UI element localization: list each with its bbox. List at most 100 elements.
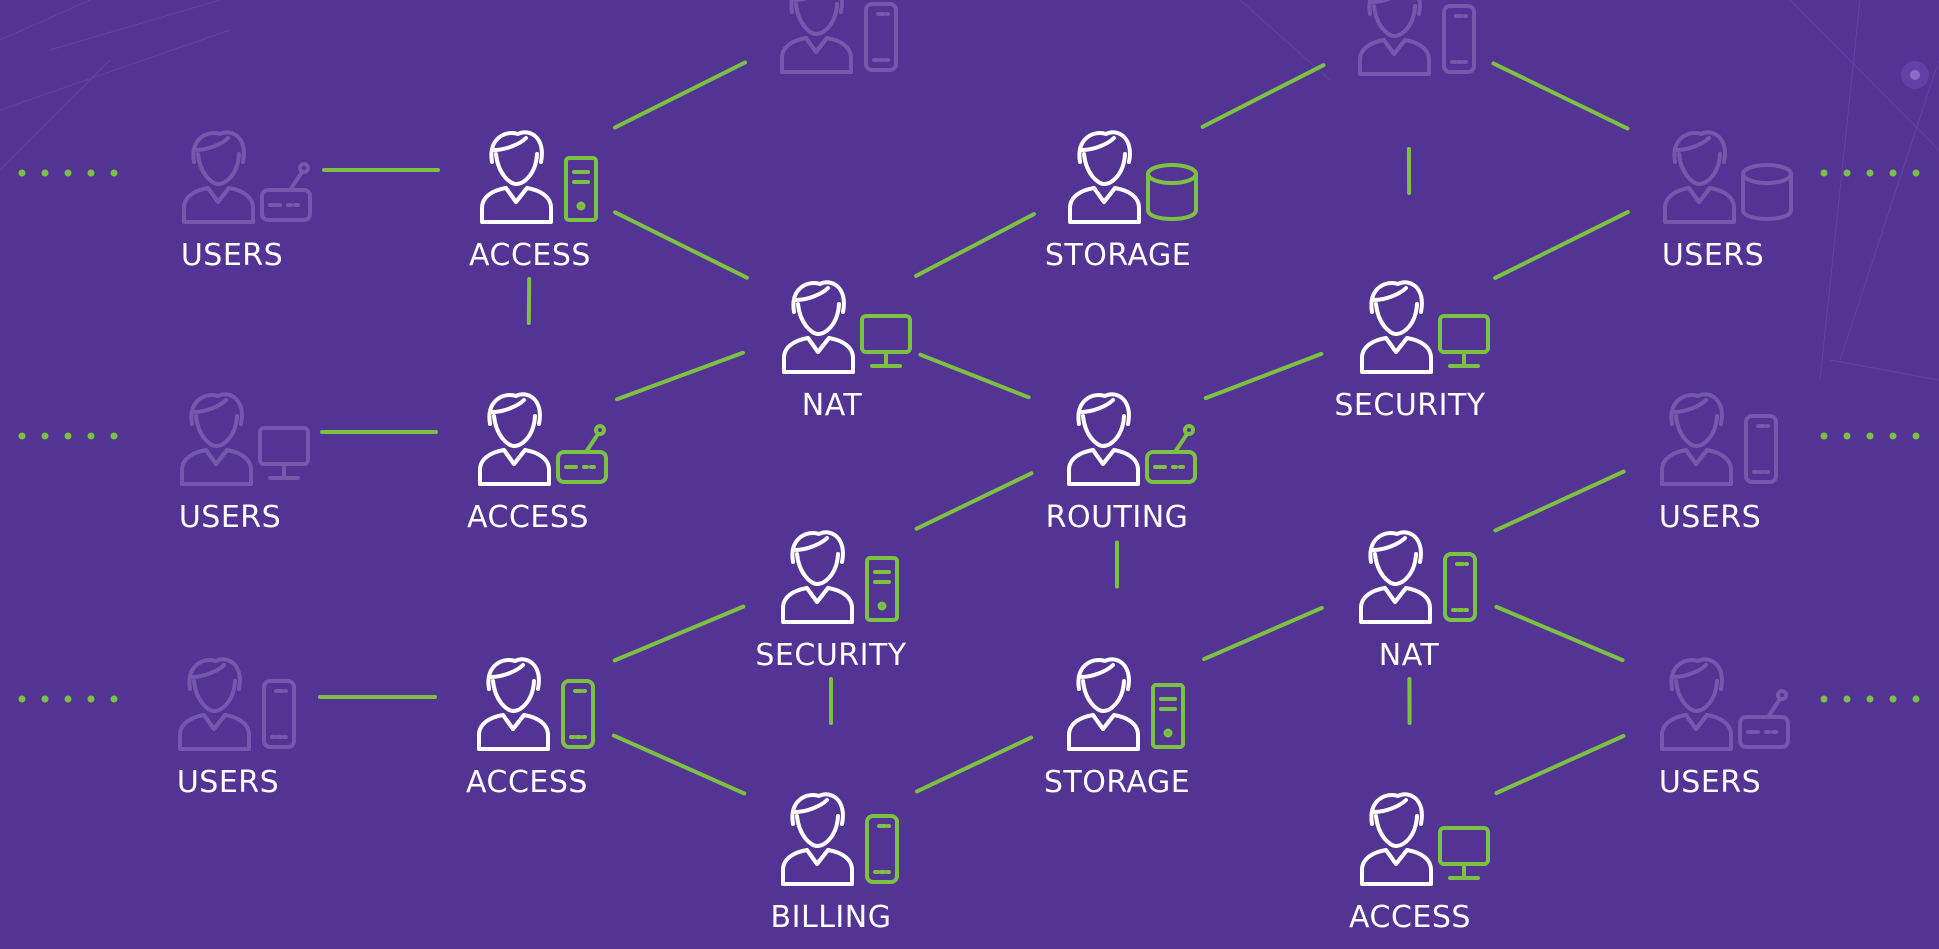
node-label: BILLING <box>770 900 892 935</box>
dots-left-1 <box>18 169 118 177</box>
link-storage-2-nat-2 <box>1202 605 1324 662</box>
person-icon <box>1663 130 1736 224</box>
node-label: ACCESS <box>1349 900 1471 935</box>
phone-icon <box>781 792 899 886</box>
node-routing: ROUTING <box>1017 372 1217 552</box>
node-users-bottom-right: USERS <box>1610 637 1810 817</box>
person-icon <box>478 392 551 486</box>
router-icon <box>1738 689 1790 749</box>
node-label: NAT <box>1378 638 1440 673</box>
router-icon <box>1145 424 1197 484</box>
link-nat-1-storage-1 <box>914 212 1036 278</box>
phone-icon <box>865 814 899 884</box>
phone-icon <box>1442 4 1476 74</box>
node-users-top-right: USERS <box>1613 110 1813 290</box>
link-access-2-nat-1 <box>615 350 745 402</box>
node-access-4: ACCESS <box>1310 772 1510 949</box>
monitor-icon <box>1360 280 1490 374</box>
node-security-2: SECURITY <box>1310 260 1510 440</box>
dots-right-1 <box>1820 169 1920 177</box>
phone-icon <box>1660 392 1778 486</box>
monitor-icon <box>1360 792 1490 886</box>
node-label: STORAGE <box>1043 765 1191 800</box>
node-access-3: ACCESS <box>427 637 627 817</box>
node-users-mid-left: USERS <box>130 372 330 552</box>
phone-icon <box>1358 0 1476 76</box>
node-label: ACCESS <box>469 238 591 273</box>
link-nat-1-routing <box>918 352 1031 400</box>
server-icon <box>564 156 598 222</box>
monitor-icon <box>1438 826 1490 880</box>
node-label: ACCESS <box>467 500 589 535</box>
node-label: ROUTING <box>1045 500 1189 535</box>
node-access-2: ACCESS <box>428 372 628 552</box>
person-icon <box>782 280 855 374</box>
link-access-1-nat-1 <box>613 210 749 280</box>
person-icon <box>1067 392 1140 486</box>
person-icon <box>780 0 853 74</box>
link-billing-storage-2 <box>914 735 1034 794</box>
link-security-1-routing <box>914 471 1034 531</box>
link-access-4-users-bottom-right <box>1494 734 1626 795</box>
phone-icon <box>1744 414 1778 484</box>
node-security-1: SECURITY <box>731 510 931 690</box>
database-icon <box>1663 130 1793 224</box>
person-icon <box>480 130 553 224</box>
node-storage-2: STORAGE <box>1017 637 1217 817</box>
node-users-top-left: USERS <box>132 110 332 290</box>
dots-left-3 <box>18 695 118 703</box>
link-top-phone-2-users-top-right <box>1491 61 1630 131</box>
link-access-3-security-1 <box>612 604 746 663</box>
server-icon <box>865 556 899 622</box>
router-icon <box>556 424 608 484</box>
monitor-icon <box>180 392 310 486</box>
person-icon <box>1360 792 1433 886</box>
node-label: SECURITY <box>755 638 907 673</box>
link-nat-2-users-bottom-right <box>1494 604 1625 663</box>
phone-icon <box>262 679 296 749</box>
phone-icon <box>864 2 898 72</box>
node-storage-1: STORAGE <box>1018 110 1218 290</box>
phone-icon <box>1443 552 1477 622</box>
person-icon <box>1068 130 1141 224</box>
link-access-1-top-phone-1 <box>613 60 747 130</box>
monitor-icon <box>860 314 912 368</box>
link-security-2-users-top-right <box>1493 210 1630 280</box>
node-users-mid-right: USERS <box>1610 372 1810 552</box>
person-icon <box>477 657 550 751</box>
database-icon <box>1146 163 1198 221</box>
link-access-3-billing <box>611 733 747 796</box>
node-label: USERS <box>178 500 282 535</box>
server-icon <box>781 530 899 624</box>
link-nat-2-users-mid-right <box>1493 469 1626 533</box>
person-icon <box>182 130 255 224</box>
node-billing: BILLING <box>731 772 931 949</box>
dots-left-2 <box>18 432 118 440</box>
node-users-bottom-left: USERS <box>128 637 328 817</box>
monitor-icon <box>258 426 310 480</box>
server-icon <box>480 130 598 224</box>
router-icon <box>182 130 312 224</box>
phone-icon <box>561 679 595 749</box>
phone-icon <box>1359 530 1477 624</box>
server-icon <box>1151 683 1185 749</box>
server-icon <box>1067 657 1185 751</box>
phone-icon <box>477 657 595 751</box>
node-access-1: ACCESS <box>430 110 630 290</box>
person-icon <box>1359 530 1432 624</box>
person-icon <box>180 392 253 486</box>
person-icon <box>781 530 854 624</box>
link-storage-1-top-phone-2 <box>1200 63 1326 129</box>
monitor-icon <box>782 280 912 374</box>
person-icon <box>1660 392 1733 486</box>
node-label: USERS <box>1658 500 1762 535</box>
person-icon <box>1067 657 1140 751</box>
router-icon <box>260 162 312 222</box>
node-label: STORAGE <box>1044 238 1192 273</box>
node-top-phone-1 <box>730 0 930 140</box>
dots-right-2 <box>1820 432 1920 440</box>
database-icon <box>1068 130 1198 224</box>
monitor-icon <box>1438 314 1490 368</box>
